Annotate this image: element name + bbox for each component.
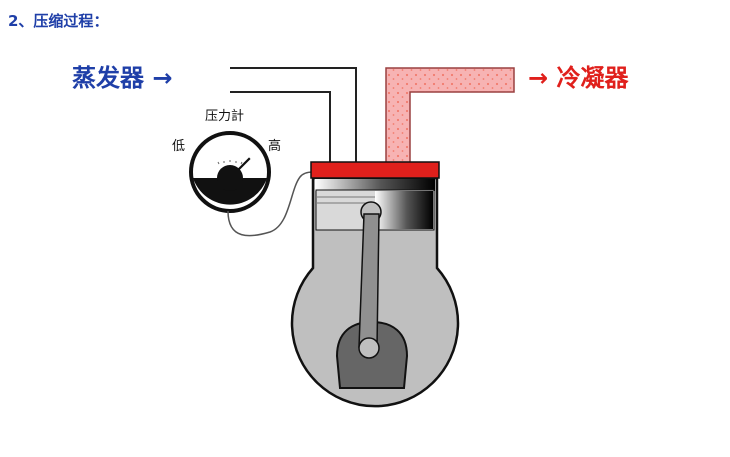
gauge-title: 压力計: [205, 108, 244, 124]
condenser-label: → 冷凝器: [528, 64, 629, 92]
piston-gas-shading: [375, 191, 433, 229]
evaporator-label: 蒸发器 →: [72, 64, 172, 92]
compressed-gas: [315, 179, 435, 191]
gauge-lower-fill: [193, 178, 267, 205]
gauge-high-label: 高: [268, 138, 281, 154]
pressure-gauge: [189, 131, 271, 213]
suction-line-inner: [230, 91, 331, 163]
gauge-scale: [217, 160, 243, 165]
page-title: 2、压缩过程：: [8, 12, 109, 30]
gauge-tube: [227, 171, 314, 237]
suction-line-outer: [230, 67, 357, 163]
cylinder-head: [310, 161, 440, 179]
gauge-low-label: 低: [172, 139, 185, 154]
gauge-needle: [229, 157, 251, 179]
crank-pin: [358, 337, 380, 359]
